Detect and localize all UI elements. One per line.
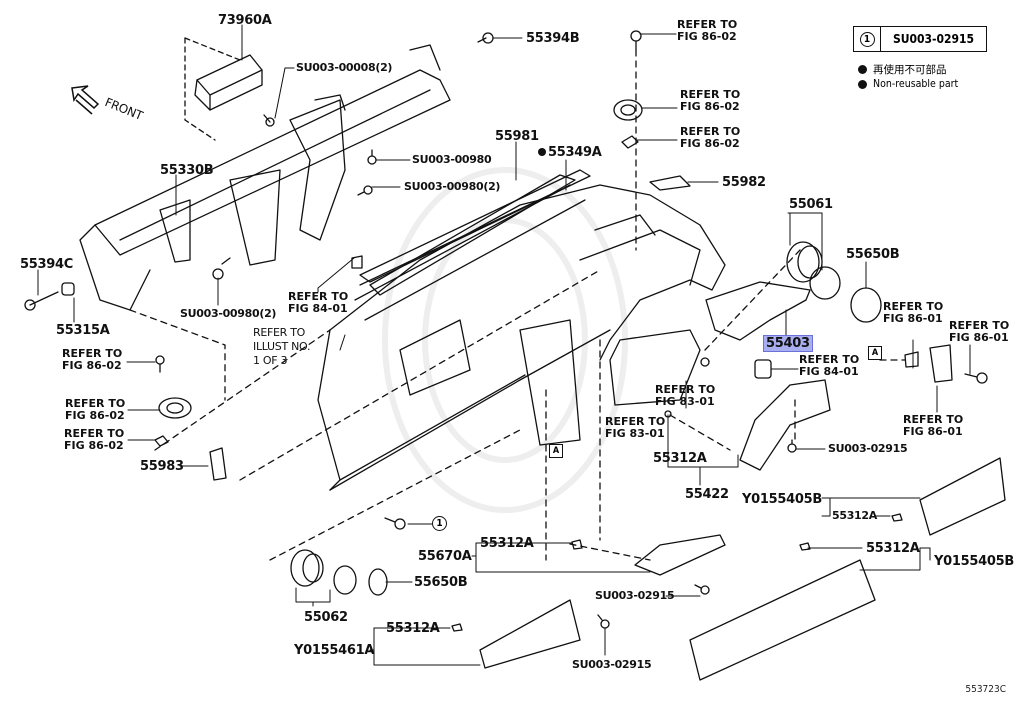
part-label-55670A[interactable]: 55670A [418,549,472,564]
meter-hood [609,329,701,406]
front-direction-indicator: FRONT [68,82,148,136]
part-label-55312A-right-1[interactable]: 55312A [832,509,877,522]
callout-a-right[interactable]: A [868,346,882,360]
figure-code: 553723C [965,684,1006,695]
strip-55981 [359,169,591,283]
ring-55650B [850,287,882,323]
panel-55670A [634,534,726,576]
part-label-Y0155405B-top[interactable]: Y0155405B [742,492,822,507]
part-label-55650B-top[interactable]: 55650B [846,247,900,262]
part-label-55349A[interactable]: 55349A [538,146,602,159]
cover-55403 [705,281,811,341]
part-label-55403-highlighted[interactable]: 55403 [763,335,813,352]
legend-text-jp: 再使用不可部品 [873,64,947,76]
part-label-73960A[interactable]: 73960A [218,13,272,28]
part-label-55982[interactable]: 55982 [722,175,766,190]
circle-ref-1-icon[interactable]: 1 [432,516,447,531]
part-label-Y0155461A[interactable]: Y0155461A [294,643,375,658]
part-label-SU003-00008[interactable]: SU003-00008(2) [296,61,393,74]
part-label-55312A-right-2[interactable]: 55312A [866,541,920,556]
part-label-SU003-00980[interactable]: SU003-00980 [412,153,492,166]
part-label-55061[interactable]: 55061 [789,197,833,212]
part-label-55315A[interactable]: 55315A [56,323,110,338]
part-label-Y0155405B-bottom[interactable]: Y0155405B [934,554,1014,569]
filled-circle-icon [858,79,867,89]
part-label-55349A-text: 55349A [548,145,602,160]
ecu-box-73960A [194,54,263,111]
panel-Y0155461A [479,599,581,669]
instrument-panel [317,174,726,491]
part-label-55394C[interactable]: 55394C [20,257,73,272]
part-label-SU003-02915-mid[interactable]: SU003-02915 [828,442,908,455]
legend-code-box: 1 SU003-02915 [853,26,987,52]
legend-code: SU003-02915 [892,32,975,46]
panel-55422 [739,379,831,471]
panel-Y0155405B-bottom [689,559,876,681]
front-arrow-icon [71,85,100,115]
part-label-55062[interactable]: 55062 [304,610,348,625]
filled-circle-icon [858,65,867,74]
legend-item-en: Non-reusable part [858,78,958,90]
part-label-55312A-mid[interactable]: 55312A [653,451,707,466]
part-label-SU003-02915-center[interactable]: SU003-02915 [595,589,675,602]
legend-text-en: Non-reusable part [873,78,959,90]
part-label-55650B-bottom[interactable]: 55650B [414,575,468,590]
panel-Y0155405B-top [919,457,1006,536]
part-label-55983[interactable]: 55983 [140,459,184,474]
part-label-55312A-left[interactable]: 55312A [386,621,440,636]
part-label-SU003-00980-2-lower[interactable]: SU003-00980(2) [180,307,277,320]
part-label-55394B[interactable]: 55394B [526,31,580,46]
reinforcement-beam-55330B [79,44,451,311]
part-label-55312A-center[interactable]: 55312A [480,536,534,551]
part-label-55422[interactable]: 55422 [685,487,729,502]
part-label-SU003-00980-2[interactable]: SU003-00980(2) [404,180,501,193]
ring-55650B-bottom [368,568,388,596]
non-reusable-dot-icon [538,148,546,156]
part-label-55330B[interactable]: 55330B [160,163,214,178]
legend-item-jp: 再使用不可部品 [858,62,947,77]
part-label-SU003-02915-bottom[interactable]: SU003-02915 [572,658,652,671]
circle-number-icon: 1 [859,31,875,47]
part-label-55981[interactable]: 55981 [495,129,539,144]
callout-a-left[interactable]: A [549,444,563,458]
